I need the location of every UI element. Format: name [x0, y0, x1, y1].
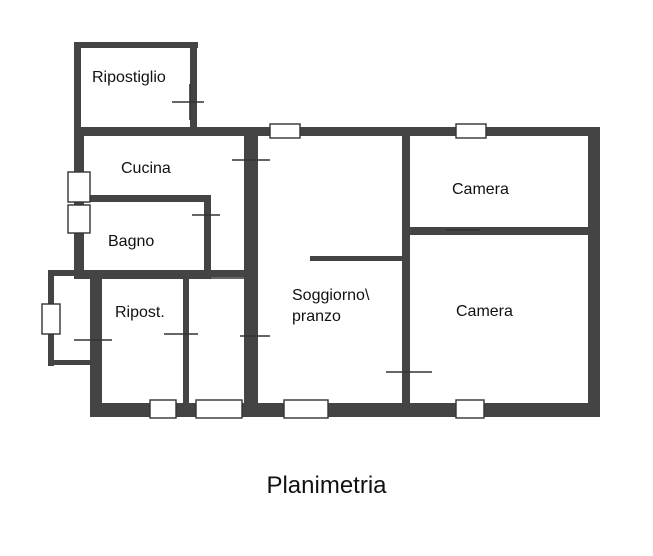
wall-soggiorno-camera — [402, 136, 410, 406]
window-bottom-4 — [455, 399, 485, 419]
window-annex — [41, 303, 61, 335]
wall-annex-bottom — [48, 360, 92, 365]
room-labels: Ripostiglio Cucina Bagno Ripost. Soggior… — [92, 69, 513, 325]
wall-left-lower — [90, 272, 102, 417]
label-camera-top: Camera — [452, 181, 509, 198]
wall-ripostiglio-top — [74, 42, 198, 48]
window-bottom-1 — [149, 399, 177, 419]
window-bottom-3 — [283, 399, 329, 419]
wall-bagno-top — [80, 195, 210, 202]
wall-ripostiglio-right — [190, 42, 197, 136]
label-soggiorno-line1: Soggiorno\ — [292, 287, 370, 304]
label-bagno: Bagno — [108, 233, 154, 250]
wall-right — [588, 127, 600, 417]
wall-bagno-right — [204, 195, 211, 275]
label-camera-bottom: Camera — [456, 303, 513, 320]
wall-ripost-right — [183, 277, 189, 407]
walls — [48, 42, 600, 417]
window-top-2 — [455, 123, 487, 139]
window-top-1 — [269, 123, 301, 139]
wall-cucina-soggiorno — [244, 127, 258, 417]
window-left-1 — [67, 171, 91, 203]
wall-soggiorno-stub — [310, 256, 406, 261]
window-left-2 — [67, 204, 91, 234]
label-soggiorno-line2: pranzo — [292, 308, 341, 325]
wall-bagno-bottom — [74, 270, 211, 279]
wall-top — [74, 127, 600, 136]
window-bottom-2 — [195, 399, 243, 419]
wall-annex-top — [48, 270, 92, 276]
label-cucina: Cucina — [121, 160, 171, 177]
wall-ripostiglio-left — [74, 42, 81, 136]
label-ripost: Ripost. — [115, 304, 165, 321]
label-ripostiglio: Ripostiglio — [92, 69, 166, 86]
wall-camera-divider — [402, 227, 592, 235]
doors-windows — [41, 84, 487, 419]
plan-caption: Planimetria — [266, 472, 387, 499]
wall-bagno-ripost-mid — [205, 270, 247, 277]
